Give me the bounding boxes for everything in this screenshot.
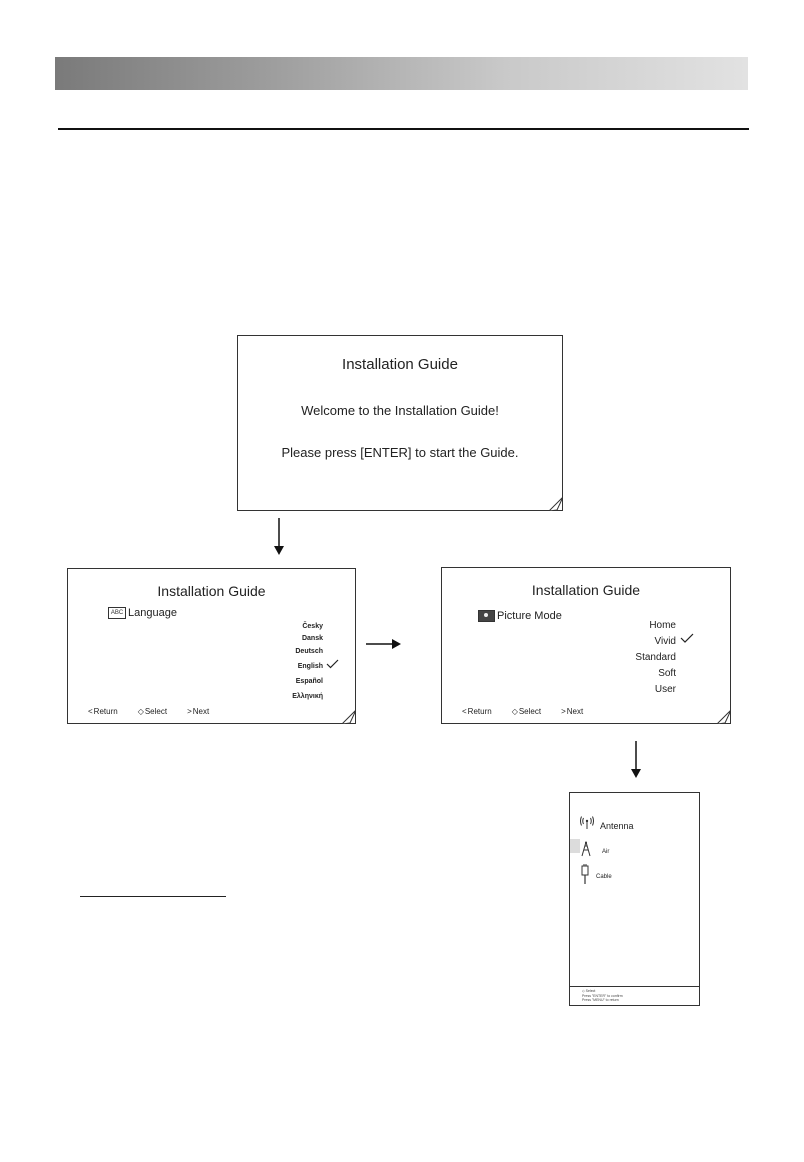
chevron-right-icon: > [561, 707, 566, 716]
antenna-signal-icon [580, 816, 594, 835]
language-screen: Installation Guide ABC Language Česky Da… [67, 568, 356, 724]
top-rule [58, 128, 749, 130]
antenna-label: Antenna [600, 820, 634, 831]
language-footer-nav: <Return ◇Select >Next [88, 707, 209, 716]
language-menu-heading: ABC Language [108, 607, 177, 619]
picture-footer-nav: <Return ◇Select >Next [462, 707, 583, 716]
picture-mode-option[interactable]: Home [649, 620, 676, 631]
antenna-screen: Antenna Air Cable ◇ Select Press "ENTER"… [569, 792, 700, 1006]
picture-mode-option[interactable]: Standard [635, 652, 676, 663]
picture-mode-option[interactable]: Soft [658, 668, 676, 679]
air-tower-icon [580, 841, 592, 862]
header-band [55, 57, 748, 90]
chevron-left-icon: < [88, 707, 93, 716]
return-hint: <Return [88, 707, 118, 716]
up-down-diamond-icon: ◇ [582, 989, 586, 993]
language-option-label: English [297, 663, 323, 670]
arrow-down-icon [630, 741, 642, 784]
page-curl-icon [549, 497, 563, 511]
arrow-right-icon [366, 637, 402, 655]
footer-hint-line: Press "ENTER" to confirm [582, 993, 623, 998]
picture-icon [478, 610, 495, 622]
welcome-instruction: Please press [ENTER] to start the Guide. [281, 445, 519, 460]
abc-icon: ABC [108, 607, 126, 619]
checkmark-icon [326, 659, 339, 675]
arrow-down-icon [273, 518, 285, 561]
picture-menu-label: Picture Mode [497, 610, 562, 622]
cable-label: Cable [596, 873, 612, 880]
language-option[interactable]: Español [295, 678, 323, 685]
antenna-option-air[interactable]: Air [580, 841, 609, 862]
welcome-message: Welcome to the Installation Guide! [301, 403, 499, 418]
language-option[interactable]: Ελληνική [292, 693, 323, 700]
antenna-heading: Antenna [580, 816, 634, 835]
antenna-option-cable[interactable]: Cable [580, 864, 612, 889]
picture-menu-heading: Picture Mode [478, 610, 562, 622]
picture-mode-option-label: Vivid [654, 636, 677, 647]
next-hint: >Next [561, 707, 584, 716]
language-option[interactable]: Dansk [301, 635, 323, 642]
language-option[interactable]: Deutsch [295, 648, 323, 655]
select-hint: ◇Select [137, 707, 168, 716]
select-hint: ◇Select [511, 707, 542, 716]
up-down-diamond-icon: ◇ [511, 707, 518, 716]
footer-hint-line: Press "MENU" to return [582, 998, 619, 1002]
return-hint: <Return [462, 707, 492, 716]
page-curl-icon [717, 710, 731, 724]
picture-screen-title: Installation Guide [531, 582, 641, 598]
chevron-right-icon: > [187, 707, 192, 716]
air-label: Air [602, 848, 610, 855]
cable-plug-icon [580, 864, 590, 889]
footer-divider [570, 986, 699, 987]
up-down-diamond-icon: ◇ [137, 707, 144, 716]
language-menu-label: Language [128, 607, 177, 619]
picture-mode-screen: Installation Guide Picture Mode Home Viv… [441, 567, 731, 724]
next-hint: >Next [187, 707, 210, 716]
picture-mode-options-list: Home Vivid Standard Soft User [635, 618, 694, 698]
checkmark-icon [680, 633, 694, 649]
chevron-left-icon: < [462, 707, 467, 716]
antenna-footer-hints: ◇ Select Press "ENTER" to confirm Press … [582, 989, 623, 1003]
welcome-title: Installation Guide [342, 356, 458, 373]
picture-mode-option-selected[interactable]: Vivid [635, 633, 694, 650]
welcome-screen: Installation Guide Welcome to the Instal… [237, 335, 563, 511]
underline-rule [80, 896, 226, 897]
footer-hint-line: ◇ Select [582, 989, 596, 993]
picture-mode-option[interactable]: User [654, 684, 676, 695]
page-curl-icon [342, 710, 356, 724]
language-screen-title: Installation Guide [157, 583, 266, 599]
language-options-list: Česky Dansk Deutsch English Español Ελλη… [292, 619, 339, 704]
language-option-selected[interactable]: English [292, 659, 339, 674]
language-option[interactable]: Česky [302, 623, 323, 630]
selection-highlight [570, 839, 580, 853]
